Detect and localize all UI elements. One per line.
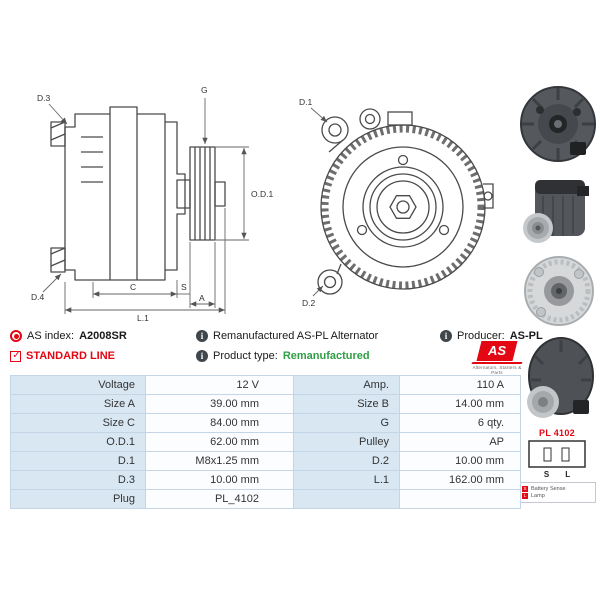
product-photo-side-view[interactable]	[521, 170, 597, 255]
product-type-value: Remanufactured	[282, 350, 370, 362]
plug-pin-l: L	[565, 470, 571, 479]
spec-value: AP	[399, 432, 521, 452]
standard-line-item: STANDARD LINE	[10, 350, 115, 362]
alternator-side-image	[523, 180, 589, 243]
spec-label: O.D.1	[10, 432, 146, 452]
technical-drawing-side-view: D.3 G O.D.1 D.4 C S A L.1	[31, 85, 273, 323]
dim-label-s: S	[181, 282, 187, 292]
spec-row-d3-l1: D.3 10.00 mm L.1 162.00 mm	[10, 470, 521, 490]
spec-row-size-c-g: Size C 84.00 mm G 6 qty.	[10, 413, 521, 433]
spec-value: 6 qty.	[399, 413, 521, 433]
spec-value: 84.00 mm	[145, 413, 294, 433]
spec-label: Size B	[293, 394, 400, 414]
plug-connector-drawing	[528, 440, 586, 468]
spec-value: 10.00 mm	[145, 470, 294, 490]
spec-value: 39.00 mm	[145, 394, 294, 414]
standard-line-label: STANDARD LINE	[26, 350, 116, 362]
spec-row-od1-pulley: O.D.1 62.00 mm Pulley AP	[10, 432, 521, 452]
plug-pin-labels: S L	[518, 470, 596, 479]
spec-value: 12 V	[145, 375, 294, 395]
dim-label-a: A	[199, 293, 205, 303]
dim-label-g: G	[201, 85, 208, 95]
plug-legend-row: L Lamp	[522, 493, 592, 499]
spec-label: Plug	[10, 489, 146, 509]
plug-diagram-panel: PL 4102 S L S Battery Sense L Lamp	[518, 428, 596, 503]
spec-label: G	[293, 413, 400, 433]
spec-label: Size C	[10, 413, 146, 433]
as-pl-logo-tagline: Alternators. Starters & Parts	[472, 365, 522, 375]
product-photo-angle-view[interactable]	[515, 330, 599, 431]
technical-drawing-front-view: D.1 D.2	[299, 97, 494, 308]
spec-label	[293, 489, 400, 509]
spec-value: 14.00 mm	[399, 394, 521, 414]
product-photo-rear-view[interactable]	[518, 80, 598, 173]
spec-value: 110 A	[399, 375, 521, 395]
info-icon	[196, 330, 208, 342]
legend-pin-marker: L	[522, 493, 528, 499]
product-photo-front-view[interactable]	[521, 252, 597, 335]
legend-description: Lamp	[531, 493, 545, 499]
spec-value: M8x1.25 mm	[145, 451, 294, 471]
spec-value: 62.00 mm	[145, 432, 294, 452]
as-pl-logo: AS Alternators. Starters & Parts	[468, 341, 526, 375]
producer-item: Producer: AS-PL	[440, 330, 543, 342]
bullseye-icon	[10, 330, 22, 342]
info-icon	[440, 330, 452, 342]
plug-legend-row: S Battery Sense	[522, 486, 592, 492]
spec-label: Voltage	[10, 375, 146, 395]
spec-label: D.3	[10, 470, 146, 490]
as-index-label: AS index:	[27, 330, 75, 342]
alternator-front-image	[524, 256, 594, 326]
spec-label: D.1	[10, 451, 146, 471]
dim-label-d1: D.1	[299, 97, 313, 107]
as-index-item: AS index: A2008SR	[10, 330, 127, 342]
alternator-rear-image	[520, 86, 596, 162]
spec-value: 10.00 mm	[399, 451, 521, 471]
as-pl-logo-abbr: AS	[487, 343, 507, 358]
product-type-label: Product type:	[213, 350, 278, 362]
as-pl-logo-underline	[471, 362, 523, 364]
plug-legend: S Battery Sense L Lamp	[518, 482, 596, 503]
as-pl-logo-flag: AS	[476, 341, 518, 361]
alternator-angle-image	[527, 337, 594, 418]
spec-row-size-a-b: Size A 39.00 mm Size B 14.00 mm	[10, 394, 521, 414]
legend-description: Battery Sense	[531, 486, 566, 492]
spec-row-plug: Plug PL_4102	[10, 489, 521, 509]
dim-label-l1: L.1	[137, 313, 149, 323]
spec-label: Size A	[10, 394, 146, 414]
spec-label: L.1	[293, 470, 400, 490]
dim-label-d4: D.4	[31, 292, 45, 302]
product-title-item: Remanufactured AS-PL Alternator	[196, 330, 378, 342]
plug-pin-s: S	[543, 470, 550, 479]
spec-value: 162.00 mm	[399, 470, 521, 490]
dim-label-d3: D.3	[37, 93, 51, 103]
spec-label: Pulley	[293, 432, 400, 452]
spec-label: Amp.	[293, 375, 400, 395]
dim-label-c: C	[130, 282, 136, 292]
product-type-item: Product type: Remanufactured	[196, 350, 370, 362]
plug-name: PL 4102	[539, 428, 575, 438]
as-index-value: A2008SR	[79, 330, 127, 342]
producer-label: Producer:	[457, 330, 505, 342]
legend-pin-marker: S	[522, 486, 528, 492]
producer-value: AS-PL	[509, 330, 543, 342]
dim-label-od1: O.D.1	[251, 189, 273, 199]
spec-value	[399, 489, 521, 509]
dim-label-d2: D.2	[302, 298, 316, 308]
info-icon	[196, 350, 208, 362]
spec-row-d1-d2: D.1 M8x1.25 mm D.2 10.00 mm	[10, 451, 521, 471]
spec-row-voltage-amp: Voltage 12 V Amp. 110 A	[10, 375, 521, 395]
spec-value: PL_4102	[145, 489, 294, 509]
spec-table: Voltage 12 V Amp. 110 A Size A 39.00 mm …	[10, 375, 521, 509]
checkbox-icon	[10, 350, 22, 362]
product-title: Remanufactured AS-PL Alternator	[213, 330, 379, 342]
spec-label: D.2	[293, 451, 400, 471]
